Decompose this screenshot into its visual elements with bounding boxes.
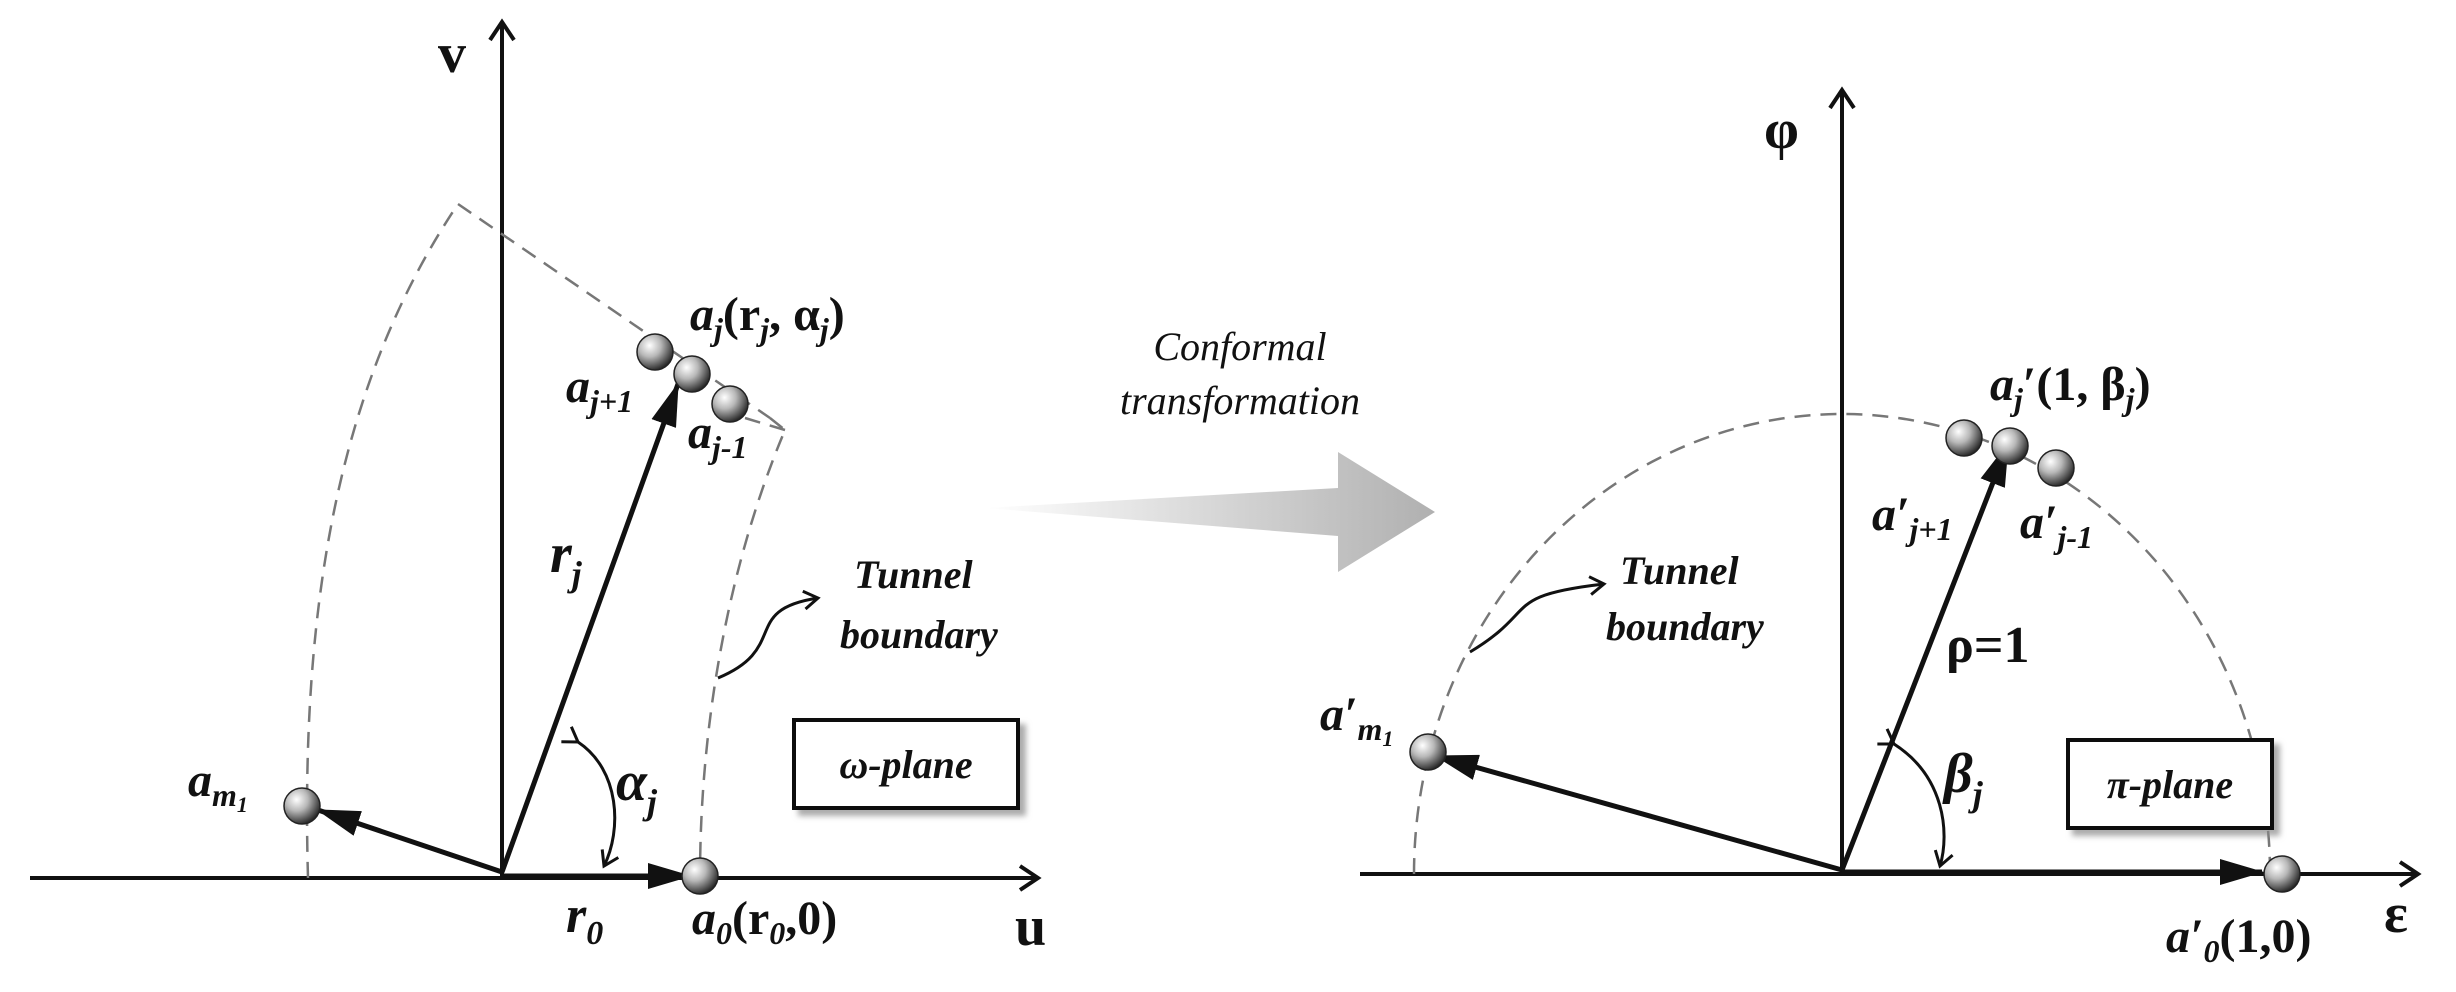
pi-boundary-label-line1: Tunnel [1620,548,1739,593]
point-am1-prime [1409,733,1447,771]
pi-plane-box [2066,738,2274,830]
phi-axis-label: φ [1764,99,1799,161]
label-aj: aj(rj, αj) [690,288,845,347]
label-aj-prime: aj′(1, βj) [1990,358,2151,417]
point-am1 [283,787,321,825]
rj-vector [499,382,681,873]
tunnel-boundary-notch [744,416,786,432]
boundary-pointer-arrow [717,589,821,680]
transformation-arrow [985,452,1435,572]
omega-plane-box [792,718,1020,810]
rho-vector [1839,442,2011,871]
label-r0: r0 [566,887,603,952]
alpha-angle-arc [561,726,620,869]
label-rho: ρ=1 [1946,617,2029,674]
label-a0: a0(r0,0) [692,892,837,951]
pi-boundary-pointer-arrow [1469,575,1607,654]
label-aj-minus-1-prime: a′j-1 [2020,496,2093,555]
point-aj [673,355,711,393]
epsilon-axis-label: ε [2384,883,2408,945]
transformation-arrow-group: Conformal transformation [985,324,1435,572]
beta-angle-arc [1877,728,1954,869]
omega-plane-label: ω-plane [839,742,972,787]
transform-label-line2: transformation [1120,378,1360,423]
a-m1-prime-vector [1434,753,1843,873]
transform-label-line1: Conformal [1153,324,1326,369]
label-alpha-j: αj [616,751,658,822]
pi-plane: φ ε aj′(1, βj) a′j+1 a′j-1 a′m1 a′0(1,0)… [1320,86,2422,969]
tunnel-boundary-top [457,202,771,420]
point-aj-minus-1-prime [2037,449,2075,487]
point-aj-plus-1 [636,333,674,371]
label-rj: rj [550,523,583,594]
label-aj-plus-1-prime: a′j+1 [1872,488,1953,547]
label-am1-prime: a′m1 [1320,688,1393,751]
v-axis-label: v [438,23,466,85]
pi-plane-label: π-plane [2107,762,2233,807]
u-axis-label: u [1015,896,1046,958]
label-a0-prime: a′0(1,0) [2166,910,2311,969]
boundary-label-line2: boundary [840,612,998,657]
label-aj-plus-1: aj+1 [566,360,633,419]
am1-vector [316,807,503,875]
tunnel-boundary-right [698,417,787,879]
tunnel-boundary-left [305,203,460,879]
boundary-label-line1: Tunnel [854,552,973,597]
point-a0-prime [2263,855,2301,893]
point-aj-minus-1 [711,385,749,423]
point-a0 [681,857,719,895]
label-am1: am1 [188,754,248,817]
point-aj-plus-1-prime [1945,419,1983,457]
point-aj-prime [1991,427,2029,465]
pi-boundary-label-line2: boundary [1606,604,1764,649]
label-aj-minus-1: aj-1 [688,406,748,465]
omega-plane: v u aj(rj, αj) aj+1 aj-1 am1 a0(r0,0) rj… [30,18,1046,958]
label-beta-j: βj [1942,743,1984,814]
